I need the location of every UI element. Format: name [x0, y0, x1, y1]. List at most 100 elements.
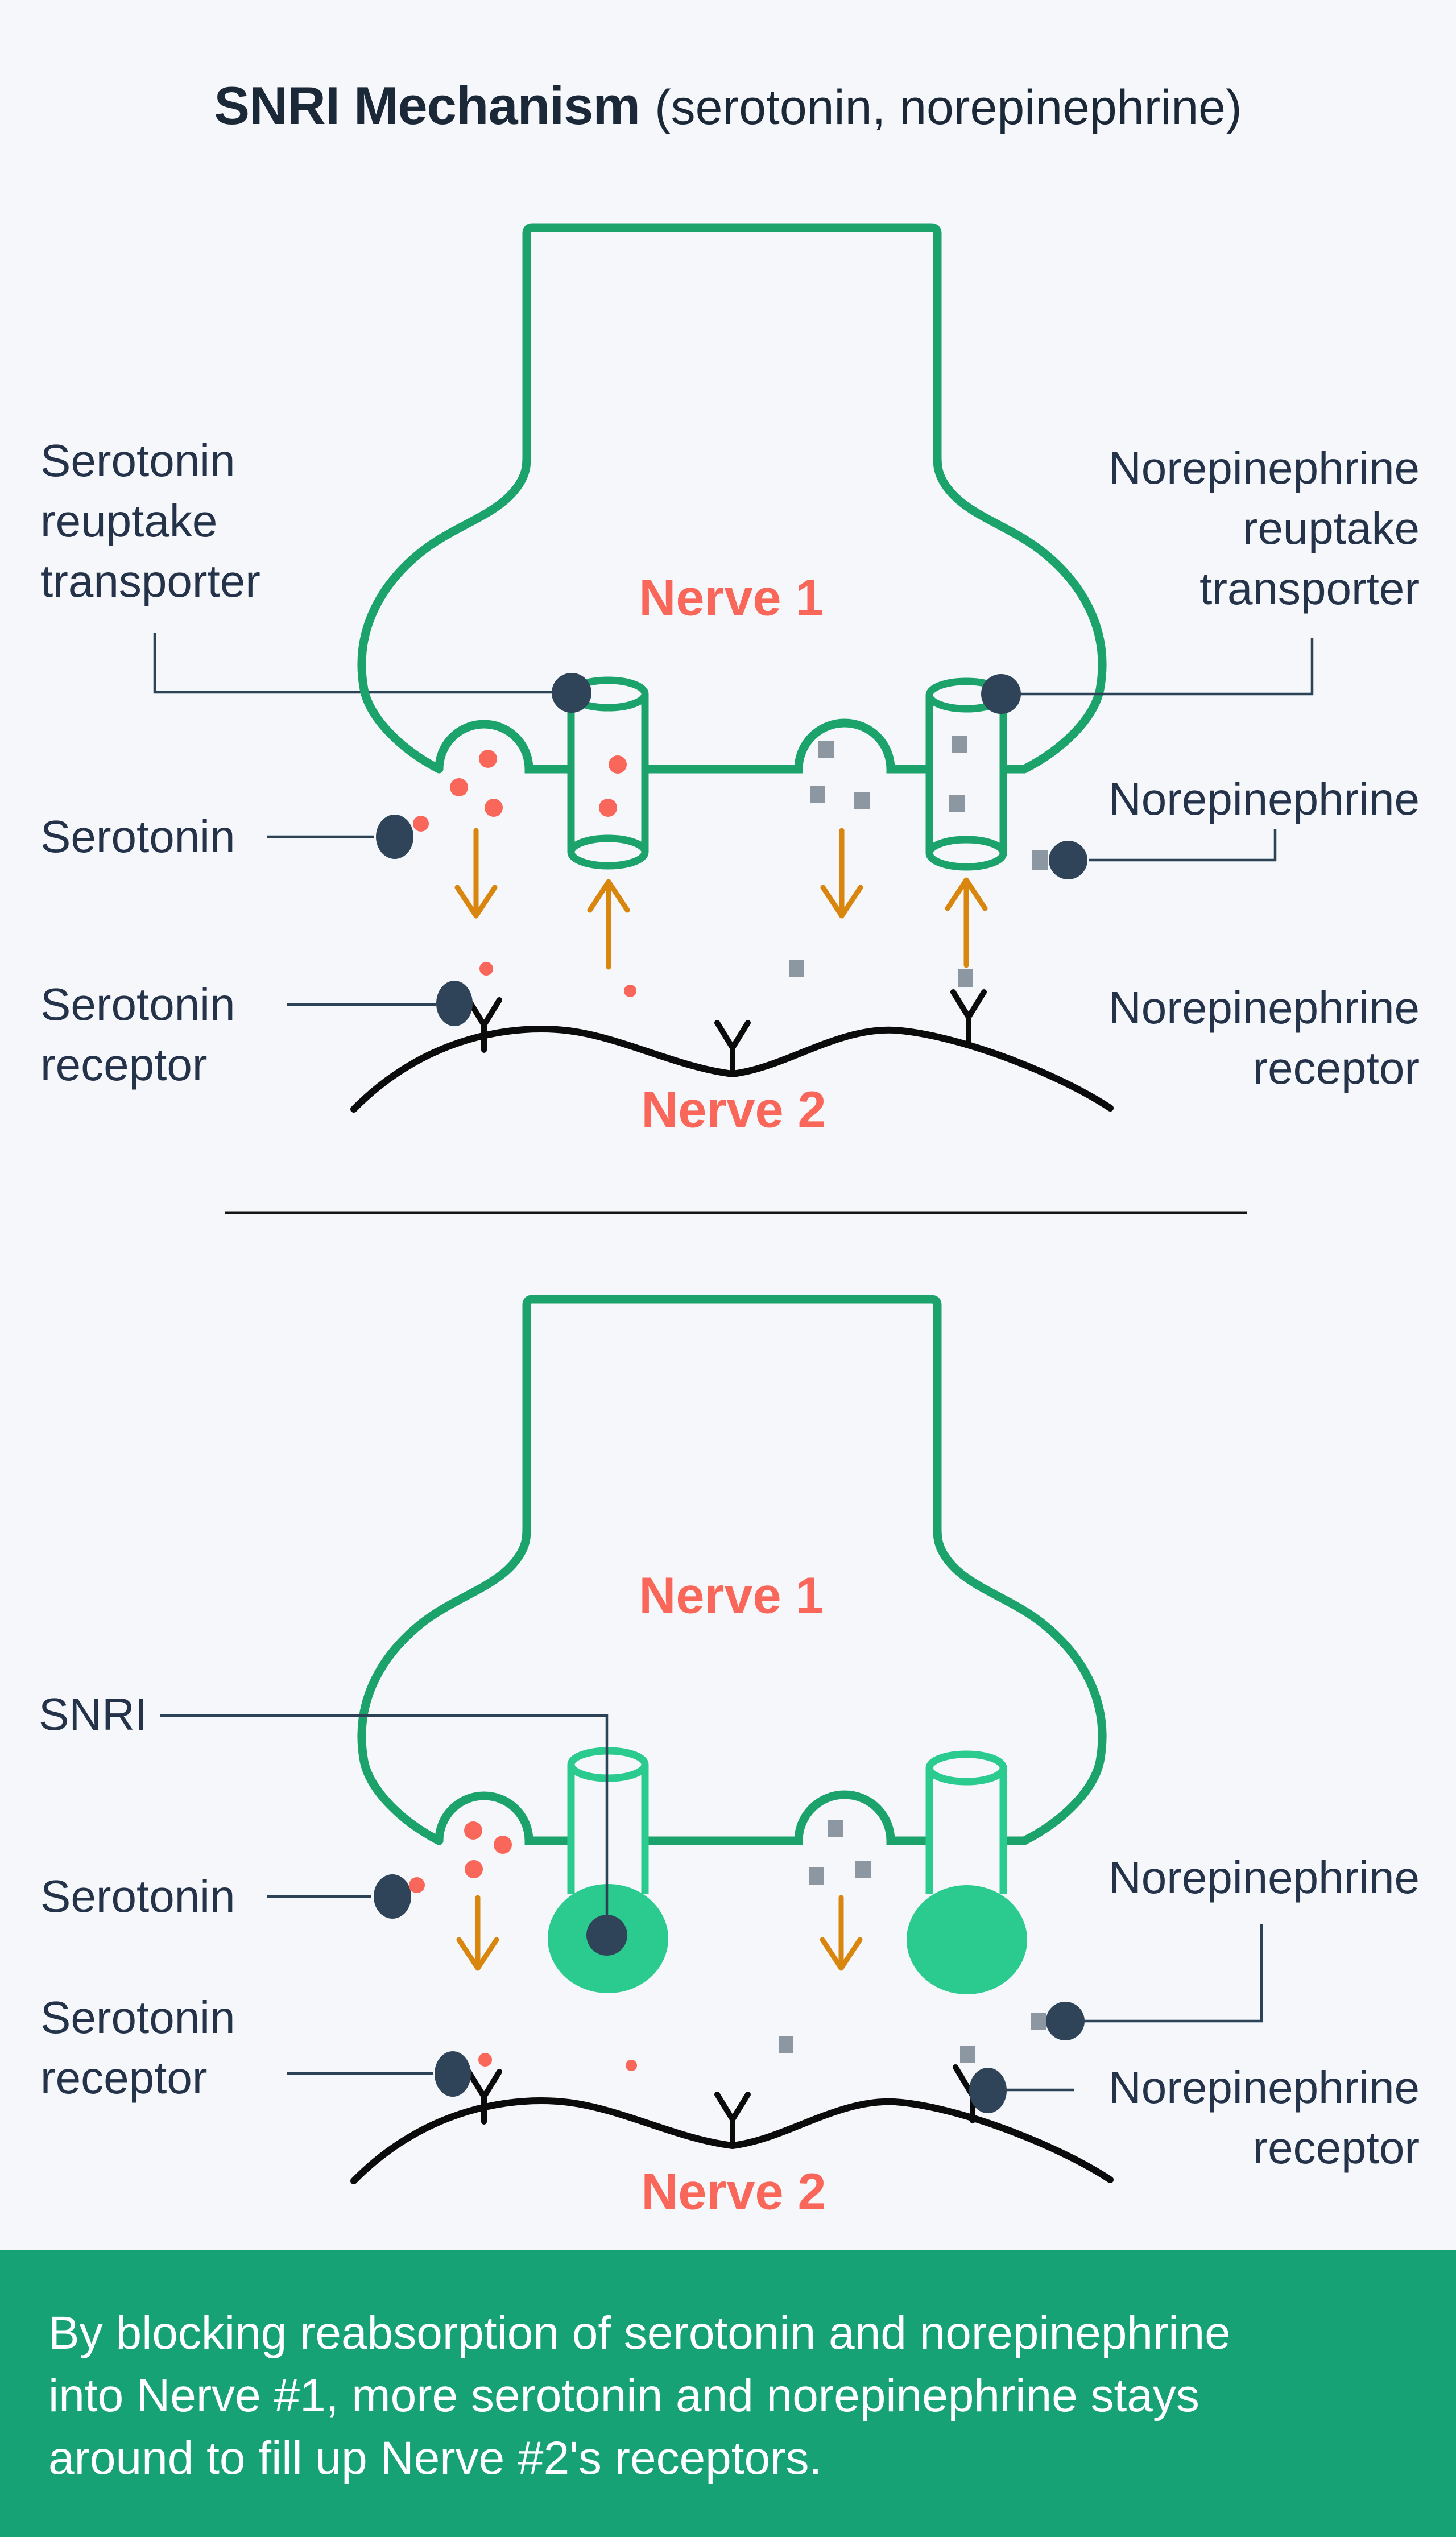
- release-down-arrow: [454, 828, 498, 919]
- norepinephrine-receptor-molecule: [969, 2068, 1007, 2113]
- nerve1-outline: [357, 1295, 1107, 1845]
- cylinder-bottom-rim: [925, 836, 1007, 871]
- bottom-diagram: [160, 1295, 1263, 2184]
- norepinephrine-square: [855, 1861, 871, 1878]
- norepinephrine-connector-line: [1085, 1924, 1263, 2023]
- serotonin-dot: [464, 1821, 482, 1840]
- serotonin-transporter-connector-line: [153, 633, 571, 694]
- label-serotonin-receptor-top: Serotonin receptor: [40, 979, 235, 1090]
- serotonin-dot: [485, 799, 503, 817]
- label-norepinephrine-bottom: Norepinephrine: [1108, 1852, 1420, 1903]
- serotonin-dot: [626, 2060, 637, 2071]
- serotonin-dot: [609, 755, 627, 774]
- label-norepinephrine-top: Norepinephrine: [1108, 774, 1420, 824]
- norepinephrine-square: [789, 960, 804, 977]
- norepinephrine-square: [809, 1867, 824, 1885]
- serotonin-dot: [450, 778, 468, 796]
- nerve1-label-top: Nerve 1: [639, 569, 824, 627]
- serotonin-dot: [409, 1877, 425, 1893]
- serotonin-receptor-molecule: [435, 2051, 471, 2097]
- label-norepinephrine-receptor-top: Norepinephrine receptor: [1108, 982, 1420, 1093]
- norepinephrine-molecule: [1046, 2002, 1085, 2040]
- norepinephrine-connector-line: [1089, 829, 1277, 862]
- serotonin-transporter-cylinder: [567, 676, 649, 870]
- label-norepinephrine-receptor-bottom: Norepinephrine receptor: [1108, 2062, 1420, 2173]
- top-diagram: [153, 223, 1314, 1113]
- release-down-arrow: [820, 1895, 863, 1971]
- cylinder-body: [929, 1768, 1003, 1904]
- serotonin-dot: [494, 1836, 512, 1854]
- label-serotonin-reuptake-transporter: Serotonin reuptake transporter: [40, 435, 260, 606]
- norepinephrine-molecule: [1049, 841, 1087, 879]
- neurotransmitter-flow-arrows: [456, 1895, 863, 1971]
- norepinephrine-square: [810, 786, 825, 803]
- nerve1-membrane-floor: [435, 718, 1029, 774]
- snri-molecule: [586, 1915, 627, 1956]
- title-subtitle: (serotonin, norepinephrine): [655, 80, 1242, 135]
- serotonin-transporter-dot: [552, 673, 592, 713]
- receptor-y: [714, 1020, 751, 1076]
- snri-connector-line: [160, 1714, 609, 1934]
- norepinephrine-square: [854, 792, 870, 809]
- norepinephrine-square: [958, 969, 973, 987]
- nerve2-label-top: Nerve 2: [641, 1081, 826, 1139]
- norepinephrine-squares: [779, 1820, 975, 2063]
- norepinephrine-square: [1031, 2013, 1046, 2030]
- serotonin-dot: [413, 816, 429, 832]
- cylinder-top-rim: [925, 1750, 1007, 1786]
- cylinder-sides: [925, 1768, 1007, 1894]
- cylinder-body: [571, 694, 645, 852]
- cylinder-sides: [567, 1765, 649, 1894]
- norepinephrine-square: [952, 736, 967, 753]
- serotonin-dot: [624, 985, 636, 997]
- nerve1-label-bottom: Nerve 1: [639, 1567, 824, 1625]
- release-down-arrow: [820, 828, 863, 919]
- serotonin-dots: [450, 750, 636, 997]
- cylinder-body: [929, 695, 1003, 853]
- reuptake-up-arrow: [587, 879, 630, 970]
- page-title: SNRI Mechanism (serotonin, norepinephrine…: [0, 75, 1456, 137]
- norepinephrine-transporter-connector-line: [1001, 638, 1314, 696]
- cylinder-sides: [567, 694, 649, 852]
- summary-banner: [0, 2250, 1456, 2537]
- serotonin-receptor-molecule: [436, 981, 473, 1026]
- norepinephrine-square: [960, 2046, 975, 2063]
- reuptake-up-arrow: [945, 877, 988, 968]
- serotonin-dot: [599, 799, 617, 817]
- label-norepinephrine-reuptake-transporter: Norepinephrine reuptake transporter: [1108, 443, 1420, 614]
- norepinephrine-square: [1032, 850, 1048, 870]
- nerve1-outline: [357, 223, 1107, 774]
- serotonin-molecule: [374, 1874, 411, 1919]
- nerve2-label-bottom: Nerve 2: [641, 2163, 826, 2221]
- serotonin-dot: [479, 750, 497, 768]
- cylinder-bottom-rim: [567, 834, 649, 870]
- label-serotonin-bottom: Serotonin: [40, 1871, 235, 1922]
- nerve1-membrane-floor: [435, 1790, 1029, 1845]
- norepinephrine-square: [949, 795, 965, 812]
- norepinephrine-square: [828, 1820, 843, 1837]
- label-serotonin-top: Serotonin: [40, 811, 235, 862]
- label-snri: SNRI: [39, 1689, 148, 1739]
- serotonin-dot: [465, 1860, 483, 1878]
- norepinephrine-transporter-dot: [981, 674, 1021, 714]
- serotonin-receptor-y: [466, 997, 502, 1053]
- norepinephrine-square: [779, 2036, 793, 2053]
- norepinephrine-squares: [789, 736, 973, 987]
- summary-text: By blocking reabsorption of serotonin an…: [48, 2307, 1231, 2484]
- title-main: SNRI Mechanism: [214, 76, 640, 135]
- serotonin-dots: [464, 1821, 637, 2071]
- neurotransmitter-flow-arrows: [454, 828, 988, 970]
- cylinder-sides: [925, 695, 1007, 853]
- receptor-y: [714, 2092, 751, 2147]
- norepinephrine-receptor-y: [950, 989, 987, 1045]
- serotonin-dot: [479, 962, 493, 976]
- serotonin-dot: [478, 2053, 492, 2067]
- norepinephrine-transporter-cylinder-blocked: [907, 1750, 1027, 1994]
- snri-blocker: [907, 1885, 1027, 1994]
- serotonin-receptor-y: [466, 2069, 502, 2125]
- serotonin-molecule: [376, 815, 413, 859]
- label-serotonin-receptor-bottom: Serotonin receptor: [40, 1992, 235, 2103]
- receptors: [466, 989, 987, 1076]
